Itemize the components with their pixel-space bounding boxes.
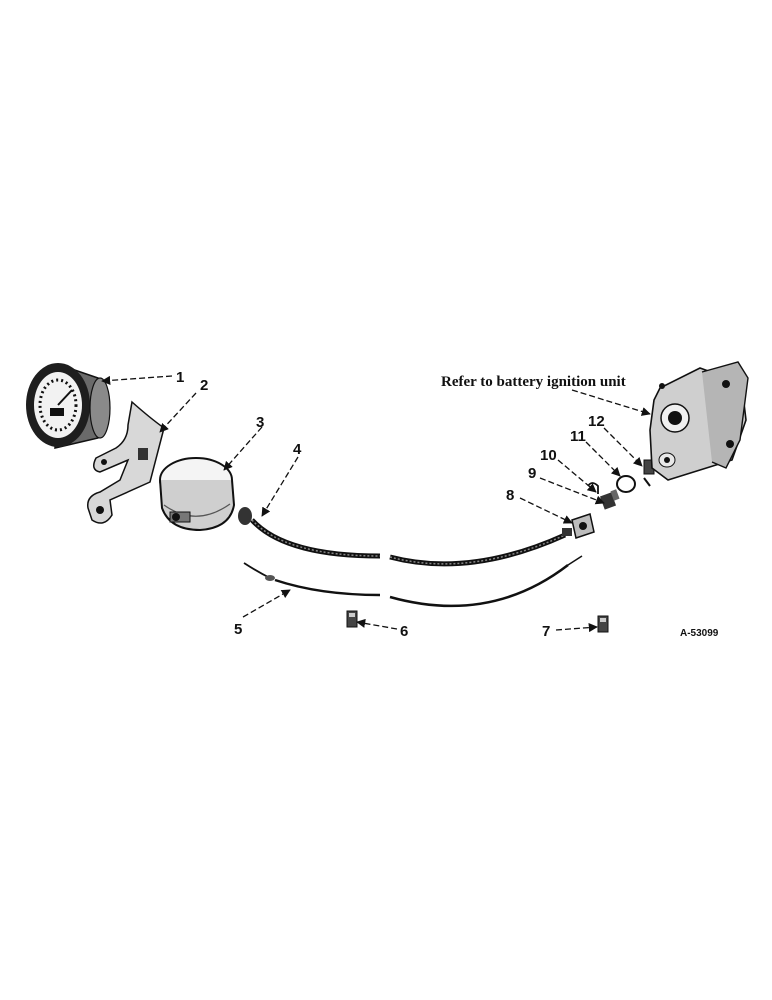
- inner-shaft: [243, 555, 583, 608]
- clip-7: [597, 615, 609, 633]
- callout-3: 3: [256, 414, 264, 431]
- callout-12: 12: [588, 413, 605, 430]
- adapter-9: [599, 489, 620, 510]
- tachometer-gauge: [26, 363, 111, 449]
- callout-1: 1: [176, 369, 184, 386]
- callout-6: 6: [400, 623, 408, 640]
- callout-9: 9: [528, 465, 536, 482]
- clip-6: [346, 610, 358, 628]
- washer-11: [616, 475, 636, 493]
- callout-7: 7: [542, 623, 550, 640]
- callout-5: 5: [234, 621, 242, 638]
- pin-10: [587, 482, 599, 494]
- callout-10: 10: [540, 447, 557, 464]
- figure-number: A-53099: [680, 628, 719, 639]
- leader-lines: [101, 375, 651, 633]
- clamp-band: [159, 457, 236, 532]
- drive-cable: [238, 507, 572, 567]
- reference-note: Refer to battery ignition unit: [441, 374, 626, 390]
- fitting-gasket-8: [571, 513, 595, 539]
- callout-8: 8: [506, 487, 514, 504]
- battery-ignition-unit: [649, 361, 749, 481]
- callout-11: 11: [570, 428, 586, 445]
- callout-4: 4: [293, 441, 302, 458]
- callout-2: 2: [200, 377, 208, 394]
